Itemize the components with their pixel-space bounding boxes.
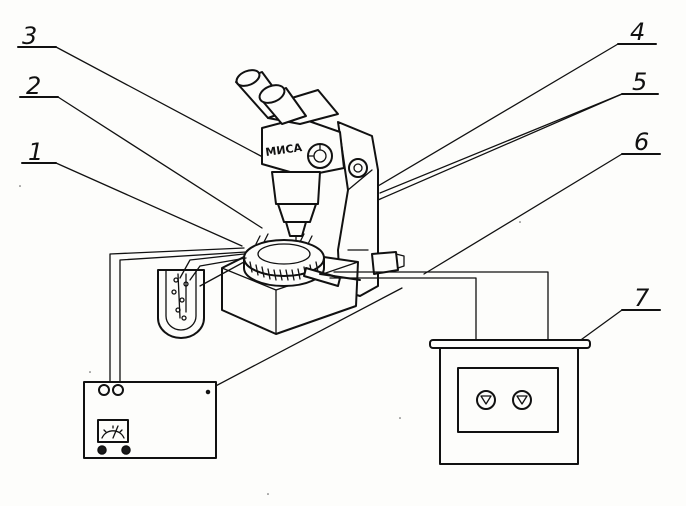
scan-specks (19, 185, 521, 495)
brand-label: МИСА (265, 141, 304, 159)
knob-left (97, 445, 107, 455)
flask-contents (171, 273, 189, 321)
dewar-flask (157, 269, 205, 339)
power-supply (83, 381, 217, 459)
terminal-left (98, 384, 110, 396)
callout-6: 6 (423, 128, 661, 275)
terminal-right (112, 384, 124, 396)
callout-3: 3 (17, 22, 273, 163)
svg-text:3: 3 (22, 22, 37, 50)
indicator-left (476, 390, 496, 410)
fine-focus-knob (371, 251, 399, 275)
wiring (109, 247, 549, 391)
focus-knob (348, 158, 368, 178)
knob-right (121, 445, 131, 455)
svg-text:5: 5 (632, 68, 647, 96)
controller-panel (457, 367, 559, 433)
indicator-right (512, 390, 532, 410)
objective-barrel (271, 171, 321, 205)
objective-lens (285, 221, 307, 237)
svg-text:1: 1 (28, 138, 43, 166)
temperature-controller (429, 339, 591, 465)
hot-stage (221, 233, 361, 335)
svg-text:4: 4 (630, 18, 645, 46)
magnification-dial (307, 143, 333, 169)
svg-text:7: 7 (634, 284, 650, 312)
callout-4: 4 (377, 18, 657, 187)
svg-text:2: 2 (26, 72, 41, 100)
callout-5: 5 (377, 68, 659, 201)
callout-1: 1 (21, 138, 243, 247)
controller-lid (429, 339, 591, 349)
svg-text:6: 6 (634, 128, 649, 156)
callout-2: 2 (19, 72, 263, 229)
microscope: МИСА (235, 69, 405, 297)
